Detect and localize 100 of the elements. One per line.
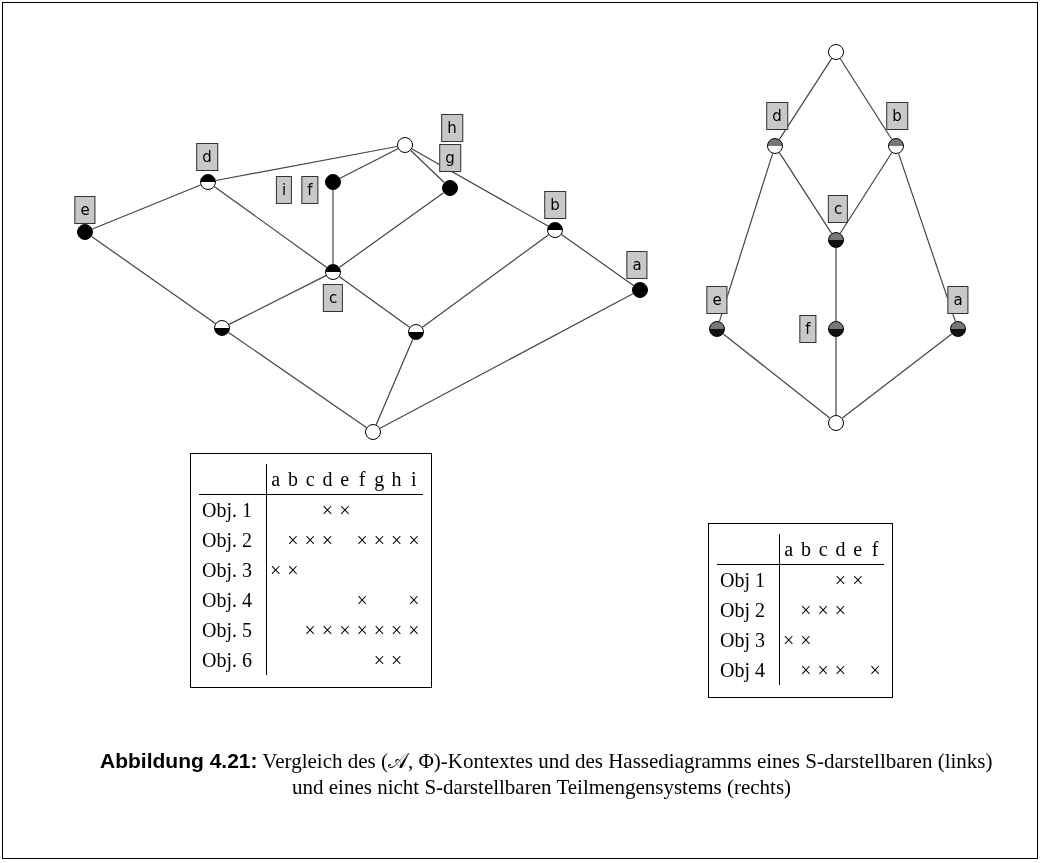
- lattice-line: [338, 276, 411, 328]
- concept-circle: [767, 138, 783, 154]
- column-header: g: [370, 464, 388, 495]
- column-header: d: [318, 464, 337, 495]
- table-cell-text: ×: [816, 597, 830, 623]
- table-cell-text: ×: [407, 527, 421, 553]
- table-cell: ×: [831, 564, 850, 595]
- table-cell-text: ×: [868, 657, 882, 683]
- lattice-line: [375, 338, 414, 426]
- table-cell: ×: [318, 494, 337, 525]
- row-header: Obj. 1: [199, 494, 267, 525]
- table-cell-text: ×: [303, 527, 317, 553]
- lattice-line: [338, 192, 445, 268]
- lattice-line: [718, 153, 774, 322]
- column-header: f: [353, 464, 371, 495]
- lattice-line: [421, 234, 550, 328]
- table-cell-text: ×: [407, 617, 421, 643]
- column-header: e: [849, 534, 867, 565]
- lattice-line: [228, 275, 327, 325]
- concept-circle: [828, 44, 844, 60]
- lattice-line: [91, 184, 202, 230]
- table-cell: ×: [779, 625, 798, 655]
- table-cell-text: ×: [372, 527, 386, 553]
- attribute-label: e: [74, 196, 96, 224]
- attribute-label: a: [626, 251, 648, 279]
- table-cell-text: ×: [303, 617, 317, 643]
- table-cell-text: ×: [389, 647, 404, 673]
- attribute-label: i: [275, 176, 293, 204]
- lattice-line: [91, 236, 216, 324]
- row-header: Obj 3: [717, 625, 780, 655]
- table-cell: ×: [849, 564, 867, 595]
- column-header: a: [779, 534, 798, 565]
- lattice-line: [778, 152, 833, 234]
- row-header: Obj. 4: [199, 585, 267, 615]
- table-cell-text: ×: [286, 527, 300, 553]
- attribute-label: b: [544, 191, 566, 219]
- lattice-line: [835, 247, 837, 322]
- table-cell-text: ×: [799, 627, 813, 653]
- column-header: c: [814, 534, 832, 565]
- attribute-label: f: [799, 315, 817, 343]
- concept-circle: [365, 424, 381, 440]
- table-cell-text: ×: [799, 597, 813, 623]
- lattice-line: [213, 186, 328, 268]
- column-header: f: [866, 534, 884, 565]
- figure-caption: Abbildung 4.21: Vergleich des (𝒜, Φ)-Kontextes und des Hassediagramms eines S-darstellbaren (links) und eines nicht S-darstellbaren Teilmengensystems (rechts): [100, 748, 994, 800]
- row-header: Obj. 5: [199, 615, 267, 645]
- column-header: h: [387, 464, 406, 495]
- table-cell-text: ×: [355, 527, 369, 553]
- row-header: Obj 1: [717, 564, 780, 595]
- attribute-label: a: [947, 286, 969, 314]
- row-header: Obj 4: [717, 655, 780, 685]
- lattice-line: [839, 58, 893, 140]
- lattice-line: [722, 333, 831, 419]
- concept-circle: [408, 324, 424, 340]
- concept-circle: [200, 174, 216, 190]
- lattice-line: [560, 234, 635, 286]
- table-cell-text: ×: [355, 587, 369, 613]
- concept-circle: [828, 232, 844, 248]
- attribute-label: c: [827, 195, 849, 223]
- lattice-line: [339, 148, 399, 179]
- table-cell-text: ×: [833, 657, 848, 683]
- column-header: a: [266, 464, 285, 495]
- concept-circle: [950, 321, 966, 337]
- row-header: Obj. 3: [199, 555, 267, 585]
- concept-circle: [397, 137, 413, 153]
- concept-circle: [77, 224, 93, 240]
- attribute-label: b: [886, 102, 908, 130]
- lattice-line: [411, 148, 549, 227]
- attribute-label: f: [301, 176, 319, 204]
- concept-circle: [325, 174, 341, 190]
- concept-circle: [828, 321, 844, 337]
- attribute-label: h: [441, 114, 463, 142]
- table-cell-text: ×: [816, 657, 830, 683]
- table-cell-text: ×: [286, 557, 300, 583]
- row-header: Obj. 6: [199, 645, 267, 675]
- table-cell: ×: [336, 494, 354, 525]
- table-cell-text: ×: [372, 647, 386, 673]
- column-header: b: [284, 464, 302, 495]
- row-header: Obj. 2: [199, 525, 267, 555]
- attribute-label: d: [766, 102, 788, 130]
- table-cell-text: ×: [407, 587, 421, 613]
- lattice-line: [228, 331, 367, 429]
- concept-circle: [547, 222, 563, 238]
- lattice-line: [332, 189, 334, 265]
- attribute-label: c: [322, 284, 344, 312]
- lattice-line: [839, 152, 893, 234]
- column-header: e: [336, 464, 354, 495]
- row-header: Obj 2: [717, 595, 780, 625]
- column-header: c: [301, 464, 319, 495]
- table-cell-text: ×: [799, 657, 813, 683]
- lattice-line: [898, 153, 956, 322]
- attribute-label: g: [439, 144, 461, 172]
- concept-circle: [442, 180, 458, 196]
- column-header: i: [405, 464, 423, 495]
- lattice-line: [778, 58, 833, 140]
- table-cell-text: ×: [320, 527, 335, 553]
- lattice-line: [379, 293, 634, 429]
- table-cell-text: ×: [389, 617, 404, 643]
- lattice-line: [215, 145, 398, 182]
- attribute-label: d: [196, 143, 218, 171]
